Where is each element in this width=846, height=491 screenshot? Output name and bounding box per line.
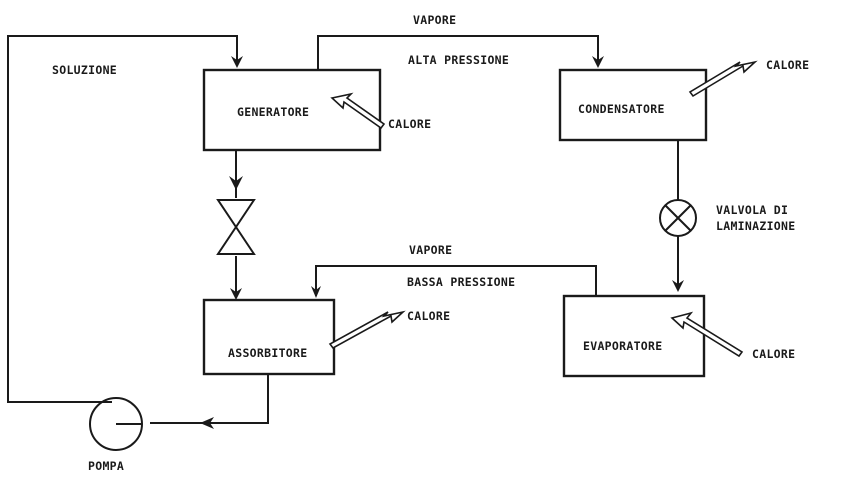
valvola-label-line2: LAMINAZIONE <box>716 219 795 233</box>
arrow-into-generator <box>231 56 243 68</box>
arrow-into-absorber-vapor <box>311 286 321 298</box>
bassa-pressione-label: BASSA PRESSIONE <box>407 275 515 289</box>
vapor-low-pressure-line <box>315 265 597 296</box>
generatore-label: GENERATORE <box>237 105 309 119</box>
arrow-into-absorber <box>230 288 242 300</box>
vapore-high-label: VAPORE <box>413 13 456 27</box>
heat-out-arrow-icon <box>328 310 406 350</box>
arrow-into-condenser <box>592 56 604 68</box>
expansion-valve-icon <box>659 199 697 237</box>
heat-out-arrow-icon <box>688 60 758 98</box>
valve-bowtie-icon <box>216 199 256 255</box>
arrow-generator-down <box>229 176 243 190</box>
alta-pressione-label: ALTA PRESSIONE <box>408 53 509 67</box>
generatore-box <box>202 68 382 152</box>
evaporatore-heat-label: CALORE <box>752 347 795 361</box>
evaporatore-label: EVAPORATORE <box>583 339 662 353</box>
absorber-to-pump-line <box>150 374 269 424</box>
assorbitore-heat-label: CALORE <box>407 309 450 323</box>
assorbitore-box <box>202 298 336 376</box>
arrow-to-pump <box>200 417 214 429</box>
arrow-into-evaporator <box>672 280 684 292</box>
valvola-label-line1: VALVOLA DI <box>716 203 788 217</box>
vapor-high-pressure-line <box>317 35 599 72</box>
pump-icon <box>89 397 143 451</box>
condensatore-box <box>558 68 708 142</box>
solution-line <box>7 35 238 403</box>
evaporatore-box <box>562 294 706 378</box>
pompa-label: POMPA <box>88 459 124 473</box>
vapore-low-label: VAPORE <box>409 243 452 257</box>
condensatore-label: CONDENSATORE <box>578 102 665 116</box>
soluzione-label: SOLUZIONE <box>52 63 117 77</box>
generatore-heat-label: CALORE <box>388 117 431 131</box>
heat-in-arrow-icon <box>670 311 744 358</box>
heat-in-arrow-icon <box>330 92 386 130</box>
condensatore-heat-label: CALORE <box>766 58 809 72</box>
assorbitore-label: ASSORBITORE <box>228 346 307 360</box>
